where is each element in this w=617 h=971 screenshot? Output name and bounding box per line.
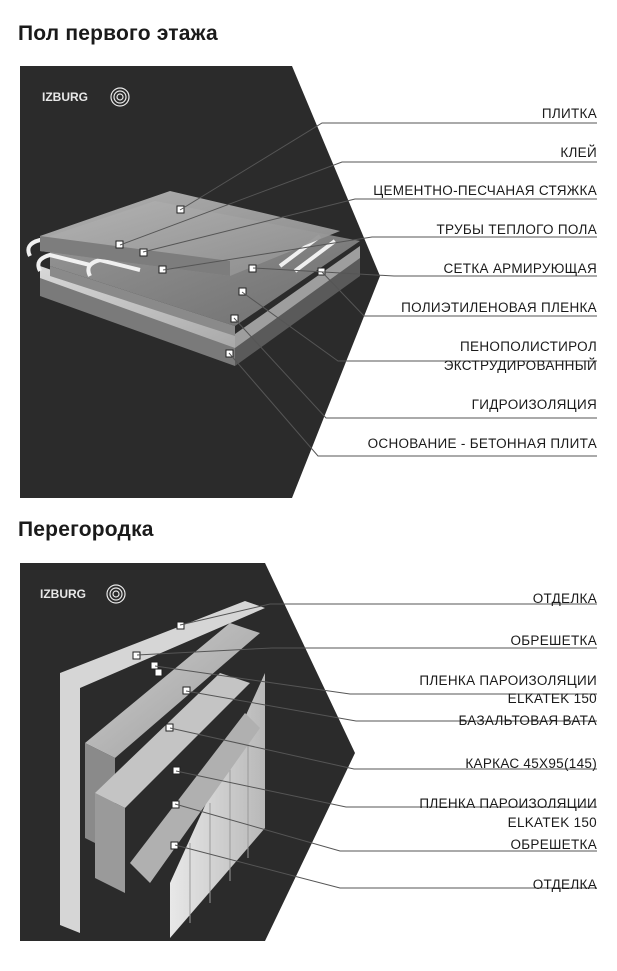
label-finish-bottom: ОТДЕЛКА	[533, 877, 597, 893]
label-lath-top: ОБРЕШЕТКА	[510, 633, 597, 649]
label-vapor-bottom-line2: ELKATEK 150	[508, 815, 597, 831]
label-eps-line1: ПЕНОПОЛИСТИРОЛ	[460, 339, 597, 355]
floor-diagram: IZBURG	[20, 66, 597, 498]
label-glue: КЛЕЙ	[560, 145, 597, 161]
label-frame: КАРКАС 45Х95(145)	[465, 756, 597, 772]
label-eps-line2: ЭКСТРУДИРОВАННЫЙ	[444, 358, 597, 374]
floor-logo-text: IZBURG	[42, 90, 88, 104]
label-waterproof: ГИДРОИЗОЛЯЦИЯ	[472, 397, 597, 413]
partition-logo-text: IZBURG	[40, 587, 86, 601]
label-vapor-top-line2: ELKATEK 150	[508, 691, 597, 707]
label-basalt: БАЗАЛЬТОВАЯ ВАТА	[458, 713, 597, 729]
label-vapor-top-line1: ПЛЕНКА ПАРОИЗОЛЯЦИИ	[419, 673, 597, 689]
label-lath-bottom: ОБРЕШЕТКА	[510, 837, 597, 853]
partition-section-title: Перегородка	[18, 518, 154, 542]
label-base: ОСНОВАНИЕ - БЕТОННАЯ ПЛИТА	[368, 436, 597, 452]
label-finish-top: ОТДЕЛКА	[533, 591, 597, 607]
label-mesh: СЕТКА АРМИРУЮЩАЯ	[443, 261, 597, 277]
label-tile: ПЛИТКА	[542, 106, 597, 122]
label-pipes: ТРУБЫ ТЕПЛОГО ПОЛА	[436, 222, 597, 238]
floor-section-title: Пол первого этажа	[18, 22, 218, 46]
label-screed: ЦЕМЕНТНО-ПЕСЧАНАЯ СТЯЖКА	[373, 183, 597, 199]
label-film: ПОЛИЭТИЛЕНОВАЯ ПЛЕНКА	[401, 300, 597, 316]
label-vapor-bottom-line1: ПЛЕНКА ПАРОИЗОЛЯЦИИ	[419, 796, 597, 812]
partition-diagram: IZBURG	[20, 563, 597, 941]
